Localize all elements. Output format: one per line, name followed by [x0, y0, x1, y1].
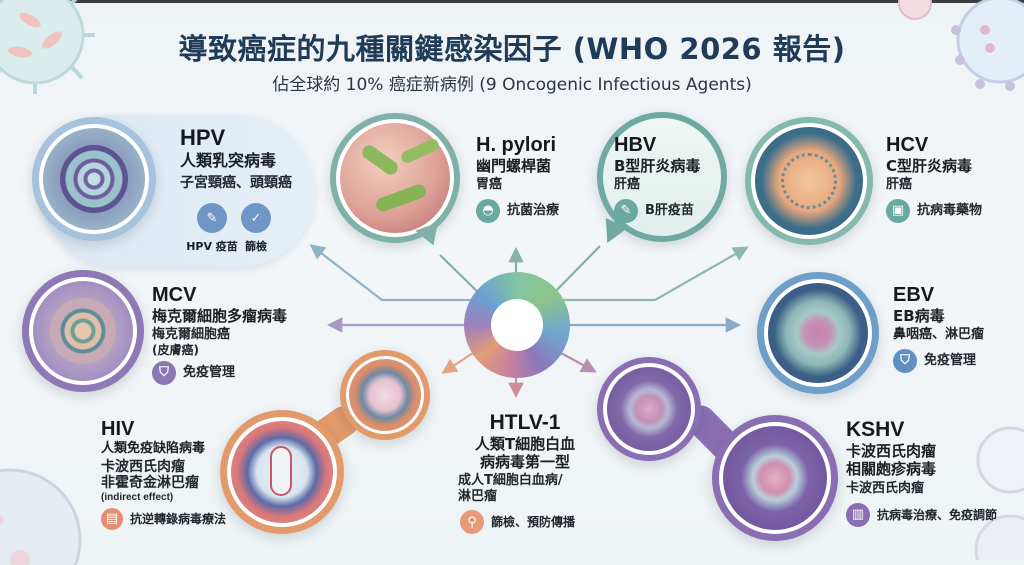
- hiv-virus-image: [220, 410, 344, 534]
- htlv1-virus-image: [340, 350, 430, 440]
- hpv-virus-image: [32, 117, 156, 241]
- hcv-name: C型肝炎病毒: [886, 157, 973, 175]
- pill-capsule-icon: ◓: [476, 198, 500, 223]
- ebv-treatment-label: 免疫管理: [924, 352, 977, 368]
- shield-icon: ⛉: [152, 360, 176, 385]
- htlv1-treatment: ⚲ 篩檢、預防傳播: [460, 510, 600, 535]
- htlv1-name: 人類T細胞白血: [474, 435, 576, 454]
- mcv-treatment: ⛉ 免疫管理: [152, 360, 287, 385]
- hpv-screening-label: 篩檢: [245, 240, 267, 253]
- hiv-note: (indirect effect): [101, 492, 174, 504]
- hiv-label: HIV 人類免疫缺陷病毒 卡波西氏肉瘤 非霍奇金淋巴瘤 (indirect ef…: [101, 417, 227, 531]
- page-title: 導致癌症的九種關鍵感染因子 (WHO 2026 報告): [178, 32, 846, 66]
- hpv-cancer: 子宮頸癌、頭頸癌: [180, 174, 292, 191]
- pill-bottle-icon: ▥: [846, 502, 870, 527]
- page-subtitle: 佔全球約 10% 癌症新病例 (9 Oncogenic Infectious A…: [272, 75, 752, 95]
- syringe-icon: ✎: [197, 203, 227, 233]
- hpv-vaccine-treatment: ✎ HPV 疫苗: [182, 203, 242, 254]
- hcv-virus-image: [745, 117, 873, 245]
- kshv-abbr: KSHV: [846, 418, 905, 441]
- decor-virus-top-left-icon: [0, 0, 95, 94]
- hcv-cancer: 肝癌: [886, 177, 913, 192]
- hcv-treatment: ▣ 抗病毒藥物: [886, 198, 983, 223]
- mcv-treatment-label: 免疫管理: [183, 365, 236, 381]
- htlv1-name-2: 病病毒第一型: [479, 453, 570, 472]
- ebv-name: EB病毒: [893, 307, 945, 325]
- kshv-treatment: ▥ 抗病毒治療、免疫調節: [846, 502, 998, 527]
- mcv-cancer: 梅克爾細胞癌: [152, 327, 231, 342]
- mcv-abbr: MCV: [152, 284, 197, 306]
- hpylori-cancer: 胃癌: [476, 177, 503, 192]
- hcv-abbr: HCV: [886, 134, 929, 156]
- ebv-abbr: EBV: [893, 284, 935, 306]
- mcv-name: 梅克爾細胞多瘤病毒: [152, 307, 288, 325]
- hpylori-treatment-label: 抗菌治療: [507, 202, 560, 218]
- hpv-abbr: HPV: [180, 125, 226, 150]
- hpv-vaccine-label: HPV 疫苗: [186, 240, 238, 253]
- decor-virus-top-right-icon: [951, 0, 1024, 91]
- magnifier-icon: ⚲: [460, 510, 484, 535]
- decor-virus-bottom-left-icon: [0, 468, 82, 565]
- hbv-treatment-label: B肝疫苗: [645, 202, 694, 218]
- hcv-treatment-label: 抗病毒藥物: [917, 202, 983, 218]
- central-hub-wheel: [464, 272, 570, 378]
- hbv-cancer: 肝癌: [614, 177, 641, 192]
- decor-virus-top-right-small-icon: [898, 0, 932, 20]
- decor-virus-bottom-right-icon: [974, 426, 1024, 560]
- hiv-treatment: ▤ 抗逆轉錄病毒療法: [101, 508, 227, 531]
- htlv1-cancer-2: 淋巴瘤: [458, 488, 498, 504]
- hcv-label: HCV C型肝炎病毒 肝癌 ▣ 抗病毒藥物: [886, 133, 982, 223]
- kshv-treatment-label: 抗病毒治療、免疫調節: [877, 507, 998, 522]
- hiv-abbr: HIV: [101, 418, 135, 440]
- top-border: [0, 0, 1024, 3]
- hiv-cancer: 卡波西氏肉瘤: [101, 458, 185, 475]
- kshv-name-2: 相關皰疹病毒: [846, 460, 937, 479]
- htlv1-treatment-label: 篩檢、預防傳播: [491, 515, 576, 530]
- htlv1-abbr: HTLV-1: [489, 411, 561, 434]
- ebv-cancer: 鼻咽癌、淋巴瘤: [893, 327, 985, 342]
- kshv-cancer: 卡波西氏肉瘤: [846, 481, 925, 497]
- pill-pack-icon: ▤: [101, 508, 123, 531]
- shield-icon: ⛉: [893, 348, 917, 373]
- kshv-virus-image: [712, 415, 838, 541]
- mcv-note: (皮膚癌): [152, 342, 199, 357]
- ebv-treatment: ⛉ 免疫管理: [893, 348, 984, 373]
- hiv-treatment-label: 抗逆轉錄病毒療法: [130, 511, 227, 526]
- hbv-label: HBV B型肝炎病毒 肝癌 ✎ B肝疫苗: [614, 133, 700, 223]
- kshv-label: KSHV 卡波西氏肉瘤 相關皰疹病毒 卡波西氏肉瘤 ▥ 抗病毒治療、免疫調節: [846, 417, 997, 527]
- htlv1-cancer: 成人T細胞白血病/: [458, 473, 563, 489]
- hbv-name: B型肝炎病毒: [614, 157, 701, 175]
- ebv-virus-image: [757, 272, 879, 394]
- kshv-name: 卡波西氏肉瘤: [846, 442, 937, 461]
- ebv-label: EBV EB病毒 鼻咽癌、淋巴瘤 ⛉ 免疫管理: [893, 283, 984, 373]
- hbv-treatment: ✎ B肝疫苗: [614, 198, 700, 223]
- hiv-name: 人類免疫缺陷病毒: [101, 441, 206, 456]
- mcv-virus-image: [22, 270, 144, 392]
- mcv-label: MCV 梅克爾細胞多瘤病毒 梅克爾細胞癌 (皮膚癌) ⛉ 免疫管理: [152, 283, 287, 385]
- syringe-icon: ✎: [614, 198, 638, 223]
- hpylori-abbr: H. pylori: [476, 134, 557, 156]
- medicine-bottle-icon: ▣: [886, 198, 910, 223]
- kshv-upper-virus-image: [597, 357, 701, 461]
- hpylori-bacteria-image: [330, 113, 460, 243]
- clipboard-check-icon: ✓: [241, 203, 271, 233]
- hpv-label: HPV 人類乳突病毒 子宮頸癌、頭頸癌: [180, 125, 292, 191]
- hiv-cancer-2: 非霍奇金淋巴瘤: [101, 475, 199, 492]
- hpv-name: 人類乳突病毒: [180, 151, 277, 171]
- hpylori-label: H. pylori 幽門螺桿菌 胃癌 ◓ 抗菌治療: [476, 133, 559, 223]
- htlv1-label: HTLV-1 人類T細胞白血 病病毒第一型 成人T細胞白血病/ 淋巴瘤 ⚲ 篩檢…: [450, 410, 600, 535]
- hbv-abbr: HBV: [614, 134, 657, 156]
- hpv-screening-treatment: ✓ 篩檢: [236, 203, 276, 254]
- hpylori-treatment: ◓ 抗菌治療: [476, 198, 560, 223]
- hpylori-name: 幽門螺桿菌: [476, 157, 552, 175]
